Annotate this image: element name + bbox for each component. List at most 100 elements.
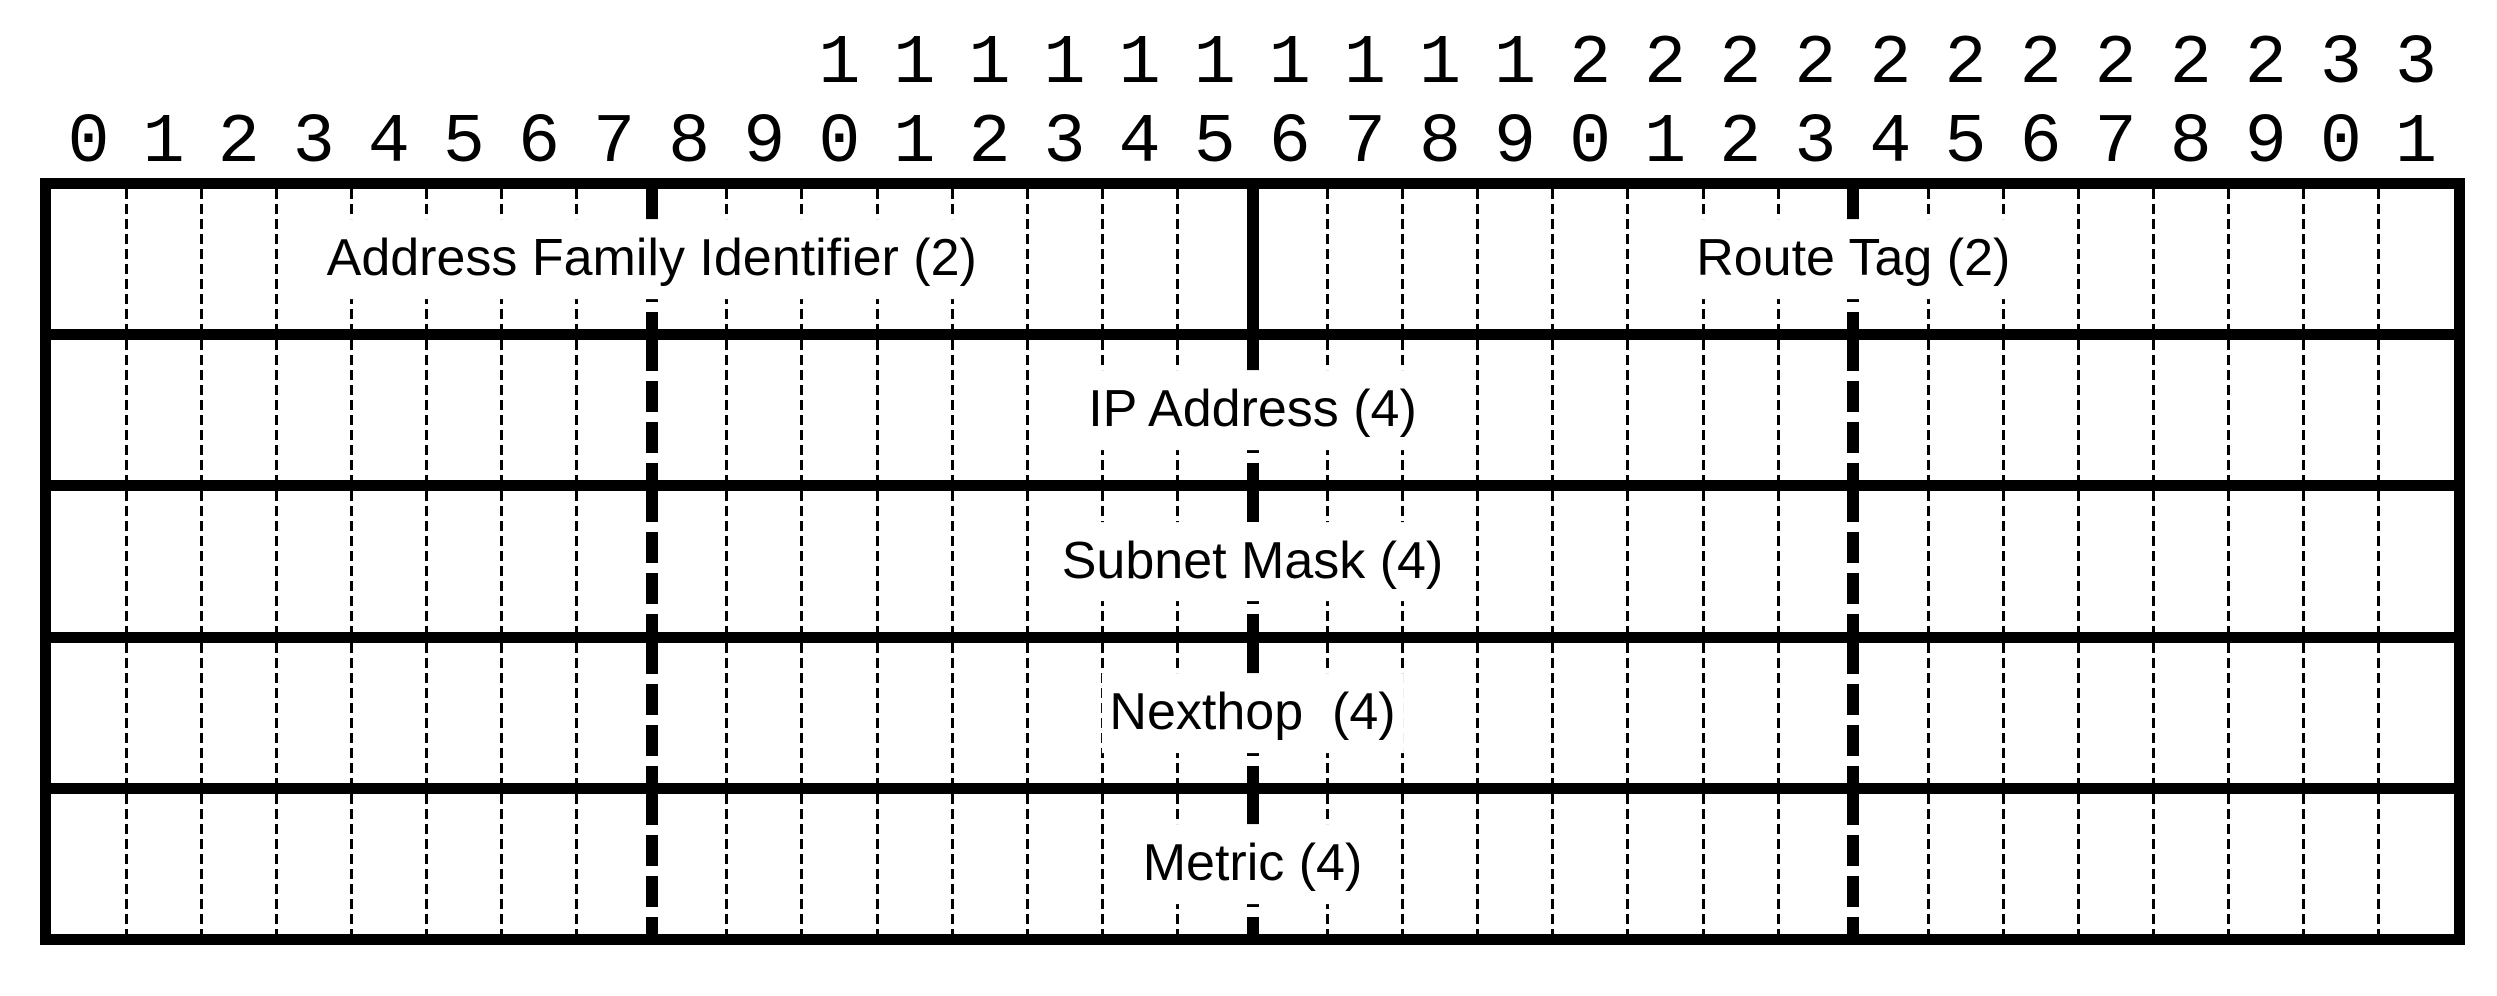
bit-separator-bit-1 (124, 793, 128, 935)
bit-5-tens (426, 30, 501, 100)
bit-separator-bit-20 (1551, 793, 1555, 935)
bit-separator-bit-20 (1551, 189, 1555, 330)
bit-12-tens: 1 (968, 25, 1011, 104)
bit-separator-bit-6 (500, 793, 504, 935)
bit-0-units: 0 (67, 104, 110, 183)
bit-separator-bit-12 (950, 491, 954, 632)
bit-separator-bit-3 (274, 189, 278, 330)
field-label: Metric (4) (1134, 824, 1371, 904)
bit-16-units: 6 (1268, 104, 1311, 183)
field-label: IP Address (4) (1080, 370, 1425, 451)
bit-separator-bit-1 (124, 189, 128, 330)
bit-31-tens: 3 (2394, 25, 2437, 104)
row-separator (51, 631, 2454, 643)
bit-separator-bit-28 (2152, 189, 2156, 330)
field-row-2: Subnet Mask (4) (51, 491, 2454, 632)
bit-separator-bit-3 (274, 642, 278, 783)
field-row-4: Metric (4) (51, 793, 2454, 935)
bit-separator-bit-9 (725, 340, 729, 481)
bit-separator-bit-23 (1776, 793, 1780, 935)
row-separator (51, 480, 2454, 492)
bit-separator-bit-13 (1025, 189, 1029, 330)
byte-boundary-dashed-bit-8 (645, 642, 658, 783)
field-divider-solid-bit-16 (1246, 189, 1259, 330)
bit-separator-bit-22 (1701, 642, 1705, 783)
bit-separator-bit-26 (2001, 793, 2005, 935)
bit-separator-bit-28 (2152, 642, 2156, 783)
bit-separator-bit-13 (1025, 491, 1029, 632)
bit-21-tens: 2 (1644, 25, 1687, 104)
bit-separator-bit-19 (1476, 189, 1480, 330)
bit-20-units: 0 (1569, 104, 1612, 183)
bit-separator-bit-2 (199, 340, 203, 481)
bit-separator-bit-26 (2001, 642, 2005, 783)
byte-boundary-dashed-bit-24 (1847, 642, 1860, 783)
field-row-0: Address Family Identifier (2)Route Tag (… (51, 189, 2454, 330)
bit-separator-bit-7 (575, 340, 579, 481)
bit-9-tens (727, 30, 802, 100)
bit-separator-bit-27 (2077, 642, 2081, 783)
bit-separator-bit-31 (2377, 793, 2381, 935)
bit-15-tens: 1 (1193, 25, 1236, 104)
bit-separator-bit-19 (1476, 340, 1480, 481)
bit-1-units: 1 (142, 104, 185, 183)
field-grid-box: Address Family Identifier (2)Route Tag (… (40, 178, 2465, 945)
bit-separator-bit-28 (2152, 491, 2156, 632)
bit-separator-bit-19 (1476, 793, 1480, 935)
bit-separator-bit-30 (2302, 793, 2306, 935)
bit-31-units: 1 (2394, 104, 2437, 183)
bit-6-units: 6 (518, 104, 561, 183)
bit-separator-bit-10 (800, 491, 804, 632)
bit-separator-bit-6 (500, 642, 504, 783)
bit-separator-bit-17 (1326, 189, 1330, 330)
bit-separator-bit-12 (950, 793, 954, 935)
field-label: Subnet Mask (4) (1053, 521, 1452, 602)
bit-separator-bit-3 (274, 340, 278, 481)
bit-12-units: 2 (968, 104, 1011, 183)
bit-16-tens: 1 (1268, 25, 1311, 104)
bit-separator-bit-11 (875, 793, 879, 935)
byte-boundary-dashed-bit-8 (645, 793, 658, 935)
bit-separator-bit-12 (950, 340, 954, 481)
bit-separator-bit-21 (1626, 189, 1630, 330)
bit-separator-bit-21 (1626, 340, 1630, 481)
bit-separator-bit-7 (575, 491, 579, 632)
byte-boundary-dashed-bit-24 (1847, 340, 1860, 481)
byte-boundary-dashed-bit-8 (645, 491, 658, 632)
bit-separator-bit-26 (2001, 491, 2005, 632)
bit-separator-bit-10 (800, 642, 804, 783)
bit-separator-bit-2 (199, 642, 203, 783)
byte-boundary-dashed-bit-24 (1847, 793, 1860, 935)
bit-28-units: 8 (2169, 104, 2212, 183)
bit-separator-bit-12 (950, 642, 954, 783)
bit-separator-bit-9 (725, 793, 729, 935)
bit-3-units: 3 (292, 104, 335, 183)
bit-separator-bit-13 (1025, 340, 1029, 481)
bit-separator-bit-31 (2377, 642, 2381, 783)
bit-19-units: 9 (1494, 104, 1537, 183)
bit-17-tens: 1 (1343, 25, 1386, 104)
bit-0-tens (51, 30, 126, 100)
bit-30-tens: 3 (2319, 25, 2362, 104)
bit-18-units: 8 (1418, 104, 1461, 183)
bit-separator-bit-23 (1776, 340, 1780, 481)
bit-24-tens: 2 (1869, 25, 1912, 104)
bit-11-tens: 1 (893, 25, 936, 104)
bit-separator-bit-30 (2302, 491, 2306, 632)
field-row-1: IP Address (4) (51, 340, 2454, 481)
bit-26-tens: 2 (2019, 25, 2062, 104)
bit-1-tens (126, 30, 201, 100)
bit-separator-bit-22 (1701, 793, 1705, 935)
bit-separator-bit-19 (1476, 642, 1480, 783)
bit-separator-bit-2 (199, 793, 203, 935)
byte-boundary-dashed-bit-24 (1847, 491, 1860, 632)
bit-9-units: 9 (743, 104, 786, 183)
bit-separator-bit-22 (1701, 491, 1705, 632)
bit-26-units: 6 (2019, 104, 2062, 183)
bit-separator-bit-2 (199, 491, 203, 632)
bit-separator-bit-10 (800, 793, 804, 935)
byte-boundary-dashed-bit-8 (645, 340, 658, 481)
bit-separator-bit-31 (2377, 189, 2381, 330)
bit-separator-bit-23 (1776, 642, 1780, 783)
bit-separator-bit-20 (1551, 340, 1555, 481)
